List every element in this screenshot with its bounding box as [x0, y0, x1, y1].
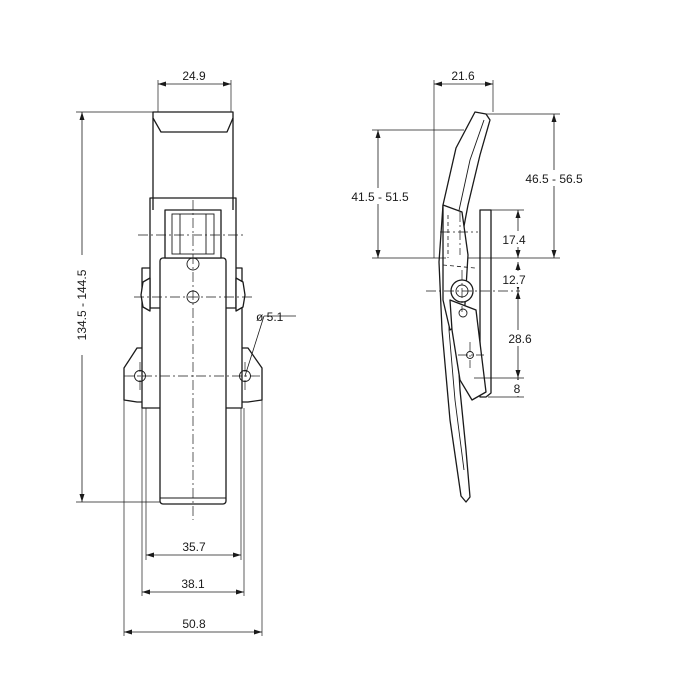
label-width-mid: 38.1 — [181, 577, 205, 591]
side-label-lower: 28.6 — [508, 332, 532, 346]
arrow — [515, 250, 521, 258]
arrow — [79, 494, 85, 502]
arrow — [515, 210, 521, 218]
side-label-bg-lower — [500, 330, 540, 346]
side-label-bg-bottom — [510, 380, 524, 396]
arrow — [551, 114, 557, 122]
front-view: 24.9 134.5 - 144.5 ø 5.1 35.7 38.1 — [74, 69, 296, 636]
side-label-top-width: 21.6 — [451, 69, 475, 83]
arrow — [142, 589, 150, 595]
arrow — [124, 629, 132, 635]
arrow — [515, 262, 521, 270]
side-label-upper: 17.4 — [502, 233, 526, 247]
knuckle-left — [140, 277, 151, 312]
leader-hole — [244, 315, 265, 377]
side-label-bg-pivot — [496, 271, 532, 287]
arrow — [158, 81, 166, 87]
label-width-base: 50.8 — [182, 617, 206, 631]
label-top-width: 24.9 — [182, 69, 206, 83]
arrow — [236, 589, 244, 595]
arrow — [146, 552, 154, 558]
knuckle-right — [235, 277, 246, 312]
arrow — [79, 112, 85, 120]
lever-tip — [152, 111, 234, 133]
label-width-inner: 35.7 — [182, 540, 206, 554]
label-overall-height: 134.5 - 144.5 — [75, 269, 89, 340]
side-label-right-range: 46.5 - 56.5 — [525, 172, 583, 186]
label-bg-height — [74, 255, 90, 355]
arrow — [515, 370, 521, 378]
arrow — [254, 629, 262, 635]
arrow — [233, 552, 241, 558]
hidden-line-2 — [442, 264, 476, 269]
arrow — [551, 250, 557, 258]
arrow — [485, 81, 493, 87]
side-label-pivot: 12.7 — [502, 273, 526, 287]
arrow — [434, 81, 442, 87]
arrow — [515, 291, 521, 299]
side-label-bg-right — [514, 170, 594, 186]
side-rivet-lower-a — [458, 308, 468, 318]
side-view: 21.6 41.5 - 51.5 46.5 - 56.5 17.4 12.7 — [340, 69, 594, 503]
side-label-bg-left — [340, 188, 420, 204]
side-label-left-range: 41.5 - 51.5 — [351, 190, 409, 204]
side-label-bottom: 8 — [514, 382, 521, 396]
label-hole-diameter: ø 5.1 — [256, 310, 284, 324]
side-hook-lower — [449, 299, 487, 401]
arrow — [223, 81, 231, 87]
arrow — [375, 250, 381, 258]
side-label-bg-upper — [496, 231, 532, 247]
arrow — [375, 130, 381, 138]
